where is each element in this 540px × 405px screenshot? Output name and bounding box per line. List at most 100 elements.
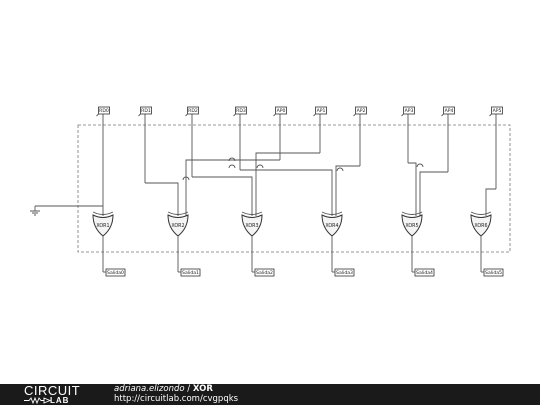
input-tag-box [187, 106, 199, 115]
resistor-icon [24, 397, 52, 404]
output-label-text: Salida1 [182, 270, 199, 276]
input-tag-box [98, 106, 110, 115]
input-tag-pointer [185, 113, 188, 117]
output-tag-box [414, 268, 435, 277]
input-label-text: RD2 [188, 108, 198, 114]
output-label-text: Salida5 [485, 270, 502, 276]
input-tag-box [315, 106, 327, 115]
bus-ap1 [255, 152, 320, 216]
ground-wire [30, 205, 103, 216]
xor-gate-input-arc [470, 211, 492, 215]
wire-jump-2 [336, 167, 344, 172]
xor-gate-body [167, 214, 189, 237]
output-tag-box [180, 268, 201, 277]
input-tag-pointer [313, 113, 316, 117]
input-ap5: AP5 [489, 106, 503, 117]
input-tag-pointer [353, 113, 356, 117]
circuit-url[interactable]: http://circuitlab.com/cvgpqks [114, 393, 239, 404]
wire-layer [102, 114, 497, 216]
input-tag-box [140, 106, 152, 115]
input-label-text: RD1 [141, 108, 151, 114]
output-tag-box [334, 268, 355, 277]
gate-xor4: XOR4 [321, 211, 343, 272]
xor-gate-input-arc [241, 211, 263, 215]
input-tag-pointer [273, 113, 276, 117]
footer-bar: CIRCUIT LAB adriana.elizondo / XOR http:… [0, 384, 540, 405]
input-tag-box [355, 106, 367, 115]
logo-text-lab: LAB [50, 396, 70, 405]
xor-gate-body [401, 214, 423, 237]
input-label-text: AP3 [405, 108, 414, 114]
input-tag-box [275, 106, 287, 115]
input-tag-pointer [489, 113, 492, 117]
gate-label-text: XOR3 [245, 223, 258, 229]
circuit-title: XOR [192, 384, 213, 394]
subcircuit-boundary [77, 124, 511, 253]
xor-gate-body [470, 214, 492, 237]
xor-gates: XOR1 XOR2 XOR3 XOR4 XOR5 XOR6 [92, 211, 492, 272]
output-salida4: Salida4 [412, 268, 435, 277]
gate-label-text: XOR6 [474, 223, 487, 229]
input-ap3: AP3 [401, 106, 415, 117]
circuitlab-logo[interactable]: CIRCUIT LAB [24, 384, 96, 405]
title-separator: / [187, 384, 191, 394]
author-link[interactable]: adriana.elizondo [114, 384, 185, 394]
gate-xor3: XOR3 [241, 211, 263, 272]
input-tag-pointer [401, 113, 404, 117]
input-label-text: AP2 [357, 108, 366, 114]
input-label-text: AP4 [445, 108, 454, 114]
input-rd1: RD1 [138, 106, 152, 117]
input-tag-pointer [233, 113, 236, 117]
bus-ap2 [335, 165, 360, 216]
gate-label-text: XOR1 [96, 223, 109, 229]
input-tag-pointer [96, 113, 99, 117]
wire-jump-4 [182, 176, 190, 181]
input-label-text: AP5 [493, 108, 502, 114]
output-salida2: Salida2 [252, 268, 275, 277]
bus-ap0 [185, 159, 280, 216]
input-ap2: AP2 [353, 106, 367, 117]
input-label-text: AP0 [277, 108, 286, 114]
gate-xor6: XOR6 [470, 211, 492, 272]
wire-jump-3 [416, 163, 424, 168]
input-label-text: AP1 [317, 108, 326, 114]
output-labels: Salida0 Salida1 Salida2 Salida3 Salida4 Salid… [103, 268, 504, 277]
input-labels: RD0 RD1 RD2 RD3 AP0 AP1 AP2 AP3 AP4 AP5 [96, 106, 503, 117]
input-tag-pointer [138, 113, 141, 117]
bus-ap5 [485, 188, 496, 216]
bus-ap3 [408, 162, 417, 216]
ground-symbol [30, 205, 103, 216]
bus-rd1 [145, 182, 179, 216]
input-tag-box [491, 106, 503, 115]
output-tag-box [254, 268, 275, 277]
input-label-text: RD0 [99, 108, 109, 114]
output-salida3: Salida3 [332, 268, 355, 277]
input-label-text: RD3 [236, 108, 246, 114]
gate-label-text: XOR5 [405, 223, 418, 229]
input-ap1: AP1 [313, 106, 327, 117]
output-label-text: Salida4 [416, 270, 433, 276]
xor-gate-input-arc [167, 211, 189, 215]
gate-xor1: XOR1 [92, 211, 114, 272]
gate-label-text: XOR2 [171, 223, 184, 229]
output-salida0: Salida0 [103, 268, 126, 277]
output-label-text: Salida0 [107, 270, 124, 276]
gate-label-text: XOR4 [325, 223, 338, 229]
gate-xor5: XOR5 [401, 211, 423, 272]
output-tag-box [105, 268, 126, 277]
input-ap4: AP4 [441, 106, 455, 117]
input-ap0: AP0 [273, 106, 287, 117]
bus-rd3 [240, 169, 333, 216]
bus-ap4 [419, 171, 448, 216]
output-salida5: Salida5 [481, 268, 504, 277]
xor-gate-input-arc [92, 211, 114, 215]
xor-gate-input-arc [401, 211, 423, 215]
xor-gate-body [92, 214, 114, 237]
input-tag-box [443, 106, 455, 115]
wire-jump-0 [228, 157, 236, 162]
input-rd0: RD0 [96, 106, 110, 117]
input-tag-pointer [441, 113, 444, 117]
xor-gate-body [321, 214, 343, 237]
xor-gate-input-arc [321, 211, 343, 215]
